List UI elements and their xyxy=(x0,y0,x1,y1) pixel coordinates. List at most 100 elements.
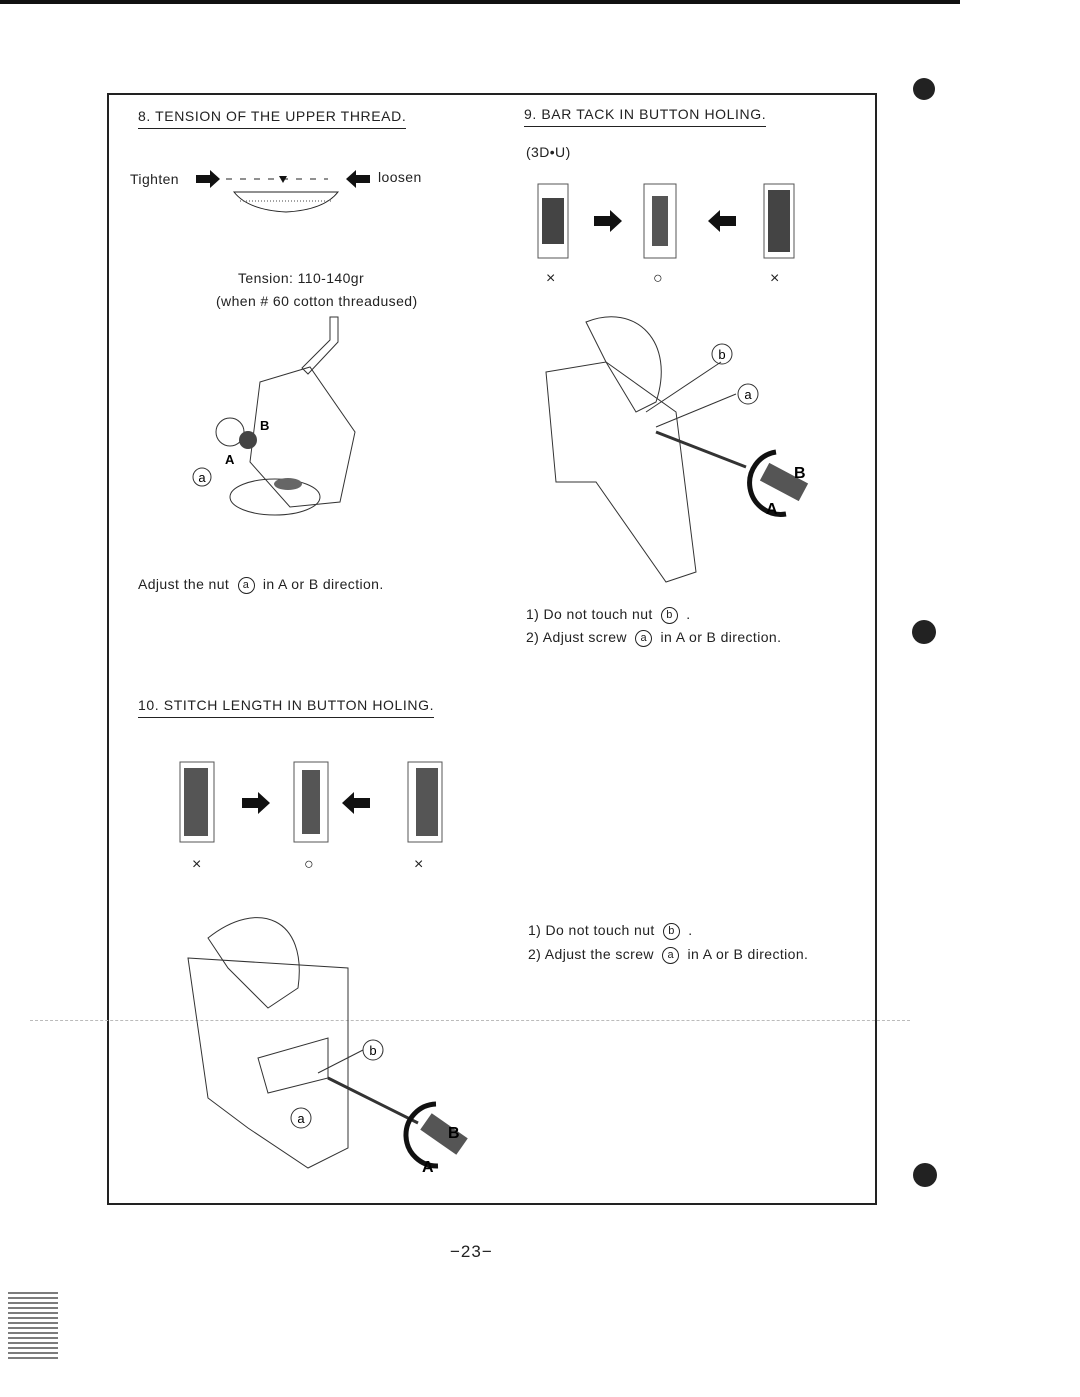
step-text-end: in A or B direction. xyxy=(687,946,809,962)
mark-incorrect: × xyxy=(192,856,202,873)
tension-dial-wheel xyxy=(229,478,321,516)
right-arrow-icon xyxy=(594,210,622,232)
rotation-a-label: A xyxy=(422,1159,434,1176)
marker-b: b xyxy=(662,922,680,940)
stitch-fill xyxy=(184,768,208,836)
heading-underline xyxy=(138,717,435,718)
stitch-fill xyxy=(542,198,564,244)
stitch-length-step-1: 1) Do not touch nut b . xyxy=(528,922,693,940)
scan-artifact xyxy=(8,1292,58,1362)
stitch-length-step-2: 2) Adjust the screw a in A or B directio… xyxy=(528,946,808,964)
marker-a: a xyxy=(237,576,255,594)
tension-value: Tension: 110-140gr xyxy=(238,270,365,286)
stitch-length-heading: 10. STITCH LENGTH IN BUTTON HOLING. xyxy=(138,697,435,718)
callout-b-label: b xyxy=(718,347,725,362)
bar-tack-step-2: 2) Adjust screw a in A or B direction. xyxy=(526,629,781,647)
leader-line xyxy=(317,1049,364,1074)
step-text: Do not touch nut xyxy=(545,922,655,938)
mark-correct: ○ xyxy=(653,270,663,287)
page-number: −23− xyxy=(450,1242,493,1261)
step-text: Do not touch nut xyxy=(543,606,653,622)
gear-housing xyxy=(207,917,300,1009)
screwdriver-shaft xyxy=(327,1076,419,1125)
stitch-fill xyxy=(652,196,668,246)
gear-housing xyxy=(585,316,662,413)
mounting-plate xyxy=(545,361,697,583)
heading-underline xyxy=(524,126,767,127)
stitch-length-samples xyxy=(179,761,443,843)
callout-circle xyxy=(362,1039,384,1061)
bar-tack-step-1: 1) Do not touch nut b . xyxy=(526,606,691,624)
mounting-plate xyxy=(187,957,349,1169)
callout-circle xyxy=(192,467,212,487)
mark-incorrect: × xyxy=(414,856,424,873)
scan-fold-line xyxy=(30,1020,910,1021)
model-label: (3D•U) xyxy=(526,144,571,160)
step-number: 2) xyxy=(526,629,540,645)
bar-tack-samples xyxy=(537,183,795,259)
thread-note: (when # 60 cotton threadused) xyxy=(216,293,418,309)
step-number: 1) xyxy=(528,922,542,938)
step-text: Adjust the screw xyxy=(544,946,654,962)
callout-circle xyxy=(711,343,733,365)
heading-underline xyxy=(138,128,407,129)
binding-hole-mark xyxy=(913,78,935,100)
lever-block xyxy=(257,1037,329,1094)
thread-guide-arm xyxy=(301,316,339,375)
mounting-plate xyxy=(249,366,356,508)
marker-a: a xyxy=(635,629,653,647)
left-arrow-icon xyxy=(342,792,370,814)
marker-a: a xyxy=(662,946,680,964)
dial-icon xyxy=(232,191,340,213)
tension-instruction: Adjust the nut a in A or B direction. xyxy=(138,576,384,594)
mark-incorrect: × xyxy=(546,270,556,287)
right-arrow-icon xyxy=(242,792,270,814)
callout-a-label: a xyxy=(297,1111,305,1126)
leader-line xyxy=(645,361,722,413)
bar-tack-mechanism-illustration: B A b a xyxy=(545,316,809,583)
direction-a-label: A xyxy=(225,452,235,467)
stitch-length-heading-text: 10. STITCH LENGTH IN BUTTON HOLING. xyxy=(138,697,435,713)
stitch-length-mechanism-illustration: B A b a xyxy=(187,917,468,1176)
callout-circle xyxy=(290,1107,312,1129)
pointer-icon xyxy=(279,176,287,183)
step-text: Adjust screw xyxy=(542,629,627,645)
mark-incorrect: × xyxy=(770,270,780,287)
rotation-b-label: B xyxy=(794,465,806,482)
stitch-fill xyxy=(768,190,790,252)
mark-correct: ○ xyxy=(304,856,314,873)
adjust-nut xyxy=(239,431,257,449)
dial-screw xyxy=(274,478,302,490)
tension-mechanism-illustration: a A B xyxy=(192,316,356,516)
tension-dial-diagram xyxy=(196,170,370,213)
tension-heading: 8. TENSION OF THE UPPER THREAD. xyxy=(138,108,407,129)
callout-a-label: a xyxy=(744,387,752,402)
left-arrow-icon xyxy=(708,210,736,232)
step-number: 1) xyxy=(526,606,540,622)
tension-heading-text: 8. TENSION OF THE UPPER THREAD. xyxy=(138,108,407,124)
stitch-fill xyxy=(416,768,438,836)
screwdriver-handle xyxy=(420,1113,468,1155)
rotation-a-label: A xyxy=(766,501,778,518)
loosen-arrow-icon xyxy=(346,170,370,188)
step-text-end: . xyxy=(686,606,691,622)
stitch-fill xyxy=(302,770,320,834)
screwdriver-handle xyxy=(759,462,809,502)
callout-a-label: a xyxy=(198,470,206,485)
rotation-arrow-icon xyxy=(403,1101,439,1169)
tighten-arrow-icon xyxy=(196,170,220,188)
step-text-end: in A or B direction. xyxy=(660,629,782,645)
rotation-b-label: B xyxy=(448,1125,460,1142)
binding-hole-mark xyxy=(913,1163,937,1187)
binding-hole-mark xyxy=(912,620,936,644)
top-rule xyxy=(0,0,960,4)
callout-b-label: b xyxy=(369,1043,376,1058)
direction-b-label: B xyxy=(260,418,269,433)
content-frame xyxy=(107,93,877,1205)
step-number: 2) xyxy=(528,946,542,962)
instruction-text: Adjust the nut xyxy=(138,576,230,592)
instruction-text-end: in A or B direction. xyxy=(262,576,384,592)
leader-line xyxy=(655,393,737,428)
bar-tack-heading: 9. BAR TACK IN BUTTON HOLING. xyxy=(524,106,767,127)
tighten-label: Tighten xyxy=(130,171,179,187)
